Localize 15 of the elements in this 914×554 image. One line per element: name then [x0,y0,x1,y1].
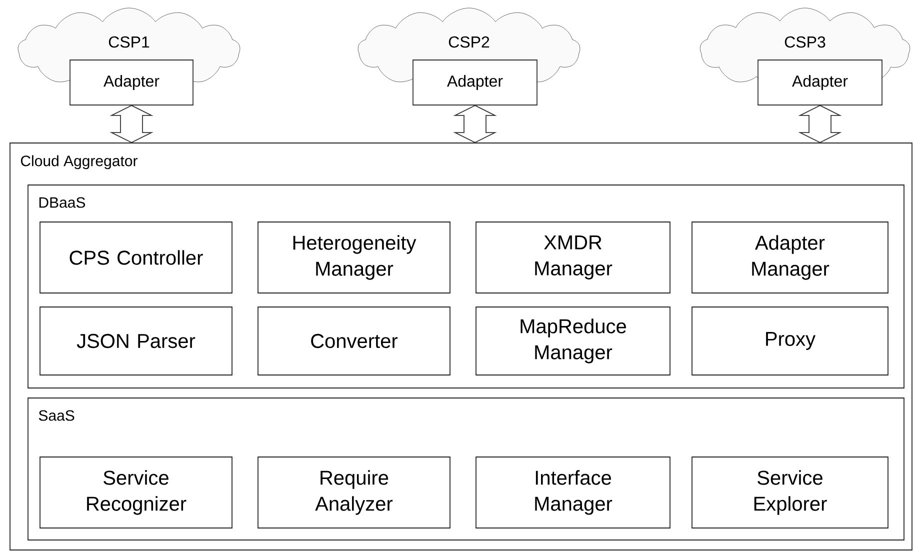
module-box: CPS Controller [40,222,232,294]
module-box: XMDR Manager [476,222,670,294]
module-box: Adapter Manager [692,222,888,294]
module-box: Service Recognizer [40,456,232,528]
module-box: Interface Manager [476,456,670,528]
module-box: Require Analyzer [258,456,450,528]
adapter-box: Adapter [412,60,538,106]
module-box: MapReduce Manager [476,306,670,376]
module-box: Proxy [692,306,888,376]
module-box: Heterogeneity Manager [258,222,450,294]
module-box: JSON Parser [40,306,232,376]
module-box: Converter [258,306,450,376]
module-box: Service Explorer [692,456,888,528]
adapter-box: Adapter [758,60,882,106]
adapter-box: Adapter [70,60,194,106]
